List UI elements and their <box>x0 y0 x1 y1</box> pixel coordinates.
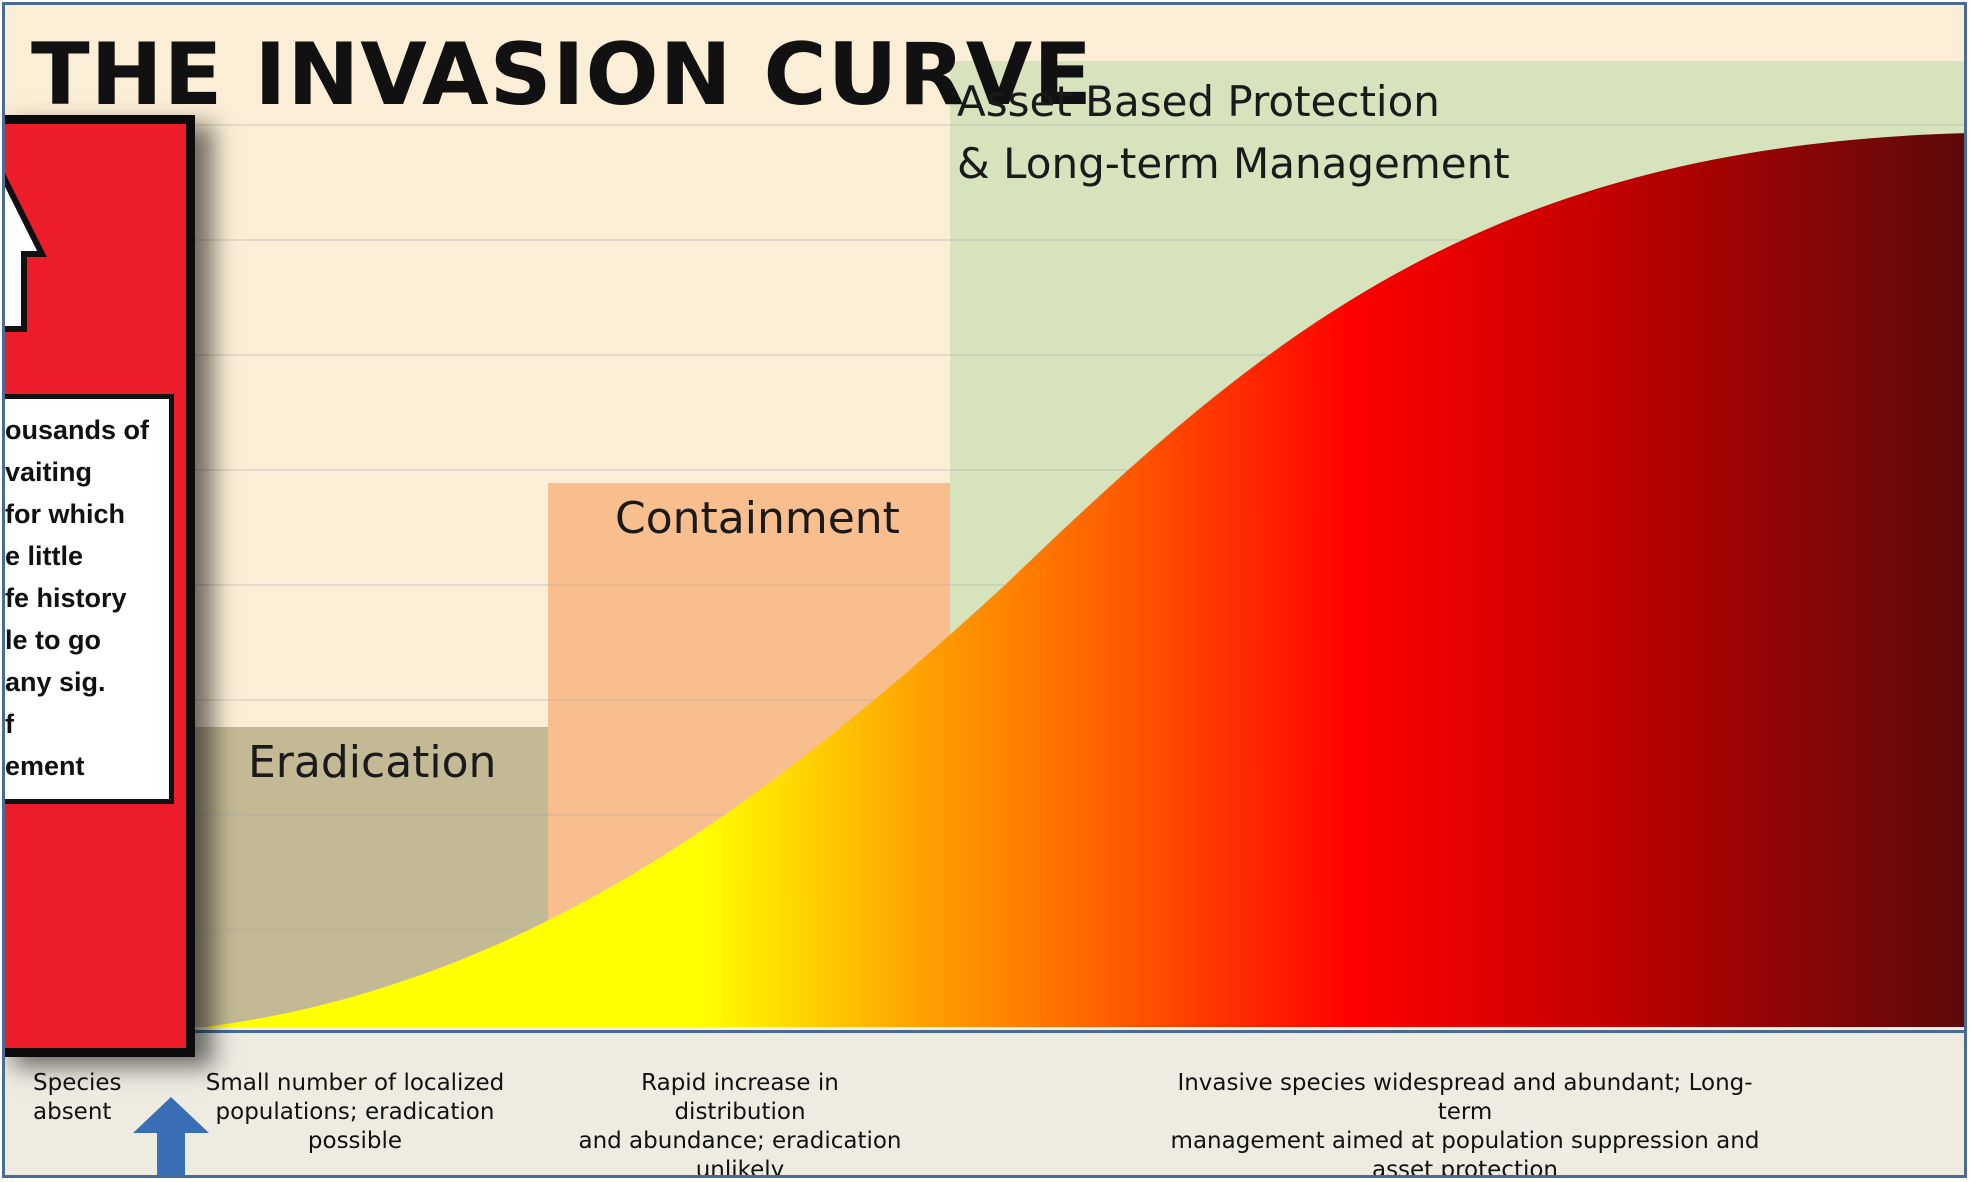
page-title: THE INVASION CURVE <box>31 25 1094 125</box>
card-text-line: ousands of <box>5 415 150 445</box>
desc-line: Small number of localized <box>205 1070 505 1096</box>
warning-card: ousands of vaiting for which e little fe… <box>5 115 195 1057</box>
warning-card-text: ousands of vaiting for which e little fe… <box>5 394 174 804</box>
card-text-line: for which <box>5 499 125 529</box>
up-arrow-icon <box>133 1097 209 1175</box>
card-text-line: fe history <box>5 583 127 613</box>
desc-line: Species <box>33 1070 122 1096</box>
desc-line: possible <box>307 1128 403 1154</box>
card-text-line: f <box>5 709 14 739</box>
description-strip: Species absent Small number of localized… <box>5 1030 1964 1178</box>
asset-zone-label: Asset Based Protection & Long-term Manag… <box>957 71 1510 195</box>
card-text-line: le to go <box>5 625 101 655</box>
containment-label: Containment <box>615 493 900 544</box>
card-text-line: e little <box>5 541 84 571</box>
invasion-curve <box>205 133 1964 1027</box>
desc-line: asset protection <box>1371 1157 1559 1178</box>
eradication-description: Small number of localized populations; e… <box>205 1069 505 1156</box>
desc-line: management aimed at population suppressi… <box>1170 1128 1760 1154</box>
eradication-label: Eradication <box>248 737 497 788</box>
desc-line: unlikely <box>695 1157 785 1178</box>
asset-description: Invasive species widespread and abundant… <box>1155 1069 1775 1178</box>
containment-description: Rapid increase in distribution and abund… <box>575 1069 905 1178</box>
desc-line: absent <box>33 1099 112 1125</box>
asset-label-line-1: Asset Based Protection <box>957 77 1440 126</box>
desc-line: populations; eradication <box>215 1099 495 1125</box>
up-arrow-icon <box>5 173 47 332</box>
invasion-curve-chart <box>185 61 1964 1027</box>
card-text-line: any sig. <box>5 667 106 697</box>
card-text-line: vaiting <box>5 457 93 487</box>
desc-line: and abundance; eradication <box>578 1128 902 1154</box>
desc-line: Invasive species widespread and abundant… <box>1177 1070 1753 1125</box>
desc-line: Rapid increase in distribution <box>641 1070 839 1125</box>
asset-label-line-2: & Long-term Management <box>957 139 1510 188</box>
species-absent-description: Species absent <box>33 1069 122 1127</box>
card-text-line: ement <box>5 751 85 781</box>
